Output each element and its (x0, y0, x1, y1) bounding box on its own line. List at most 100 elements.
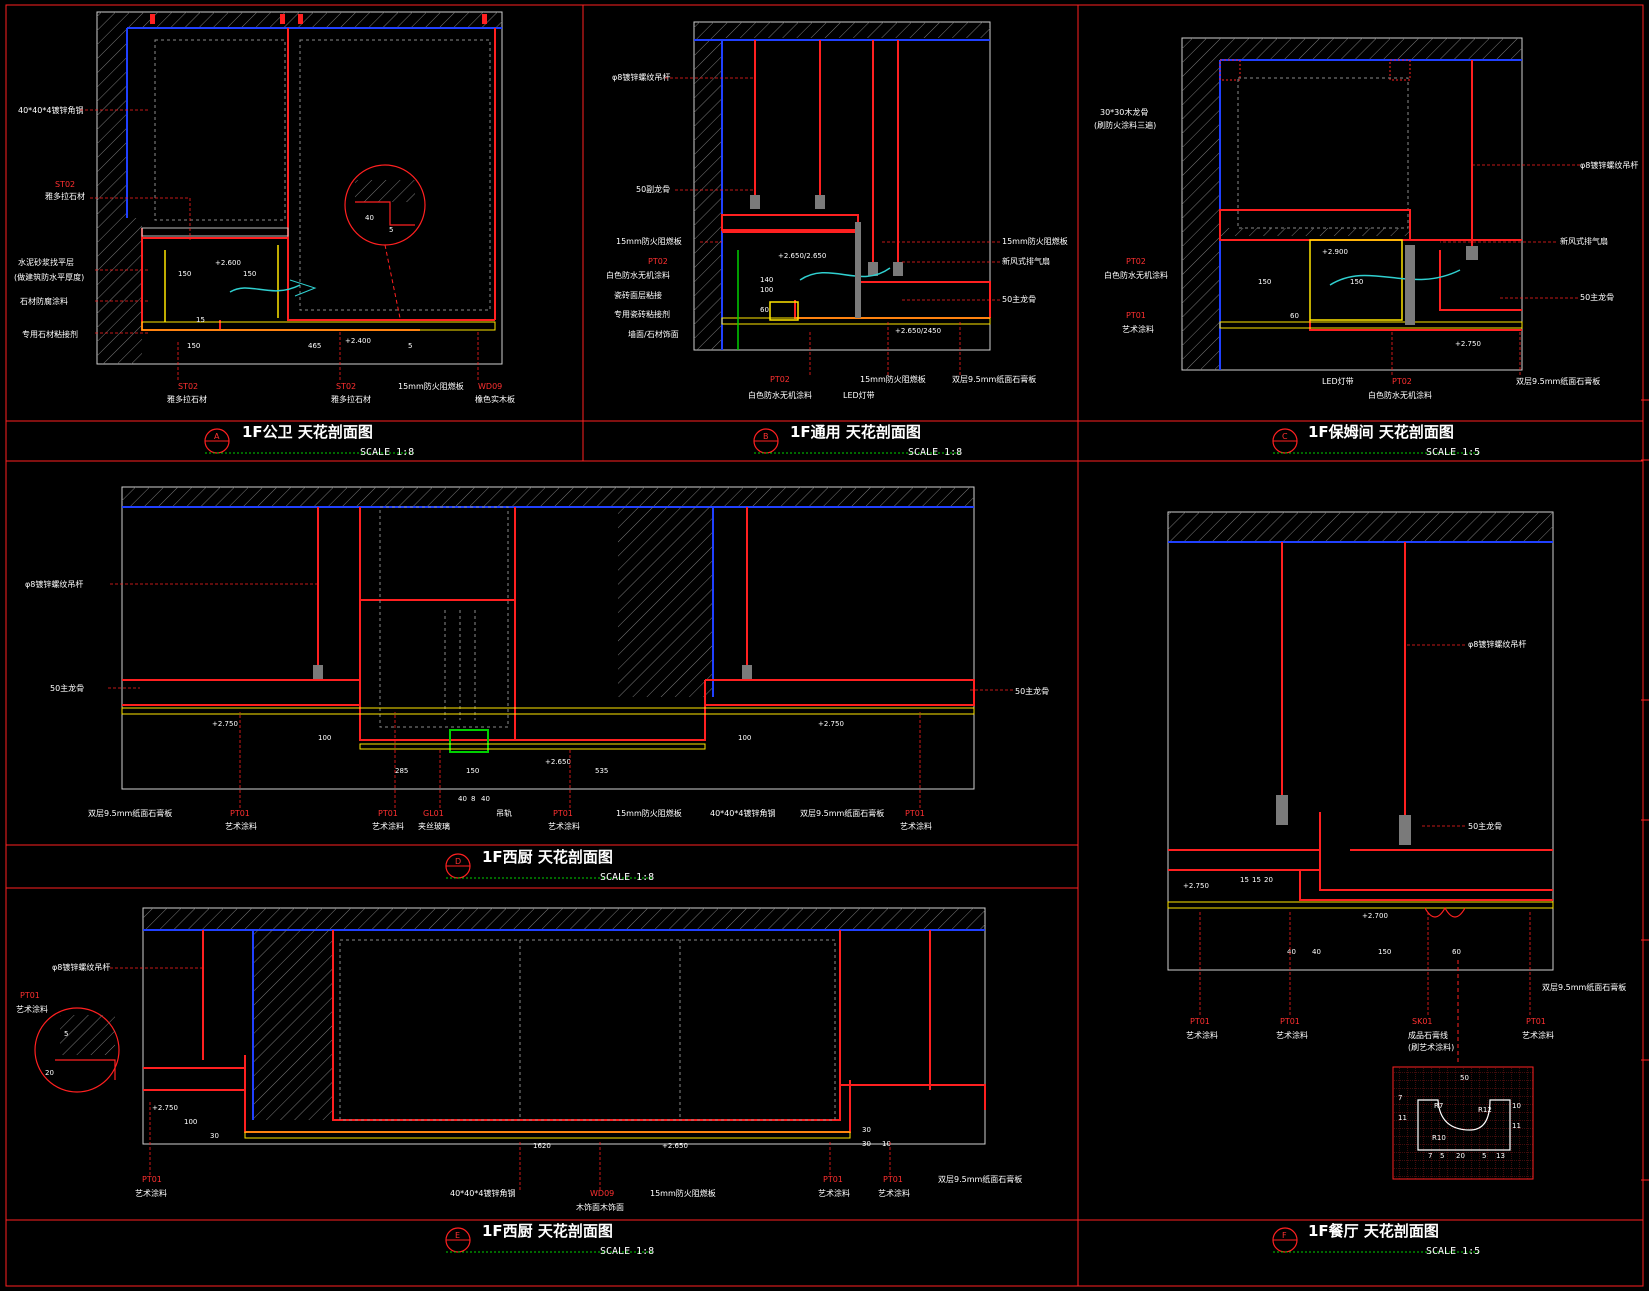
panel-a-tag-4-text: 橡色实木板 (475, 394, 515, 404)
panel-e-dim-3: 1620 (533, 1142, 551, 1150)
panel-f-dim-4: 40 (1312, 948, 1321, 956)
panel-b-right-3: 50主龙骨 (1002, 294, 1036, 304)
panel-f-label-1: φ8镀锌螺纹吊杆 (1468, 639, 1526, 649)
panel-c-label-2: (刷防火涂料三遍) (1094, 120, 1156, 130)
panel-b-tag-1-code: PT02 (770, 375, 790, 384)
panel-f-tag-1-text: 艺术涂料 (1186, 1030, 1218, 1040)
panel-f-label-2: 50主龙骨 (1468, 821, 1502, 831)
panel-a-label-2: ST02 (55, 180, 75, 189)
panel-e-dim-2: +2.650 (662, 1142, 688, 1150)
panel-a-dim-1: +2.600 (215, 259, 241, 267)
panel-f-tag-5-code: PT01 (1526, 1017, 1546, 1026)
panel-e-dim-1: +2.750 (152, 1104, 178, 1112)
panel-a-label-5: (做建筑防水平厚度) (14, 272, 84, 282)
panel-d-tag-10-text: 艺术涂料 (900, 821, 932, 831)
panel-f-dim-14: 7 (1428, 1152, 1432, 1160)
panel-d-dim-11: 40 (481, 795, 490, 803)
panel-b-labels: φ8镀锌螺纹吊杆 50副龙骨 15mm防火阻燃板 PT02 白色防水无机涂料 瓷… (606, 72, 1068, 400)
panel-f-dim-22: 7 (1398, 1094, 1402, 1102)
panel-f-dim-12: R12 (1478, 1106, 1492, 1114)
panel-e-dim-4: 30 (862, 1126, 871, 1134)
panel-a-section (96, 11, 503, 365)
panel-f-dim-5: 150 (1378, 948, 1391, 956)
panel-c-section (1181, 37, 1523, 371)
panel-b-right-1: 15mm防火阻燃板 (1002, 236, 1068, 246)
panel-d-tag-6-code: PT01 (553, 809, 573, 818)
panel-b-section (693, 21, 991, 351)
panel-d-tag-2-code: PT01 (230, 809, 250, 818)
leader-lines (80, 77, 1580, 1190)
panel-c-dim-1: +2.900 (1322, 248, 1348, 256)
panel-f-tag-3-code: SK01 (1412, 1017, 1433, 1026)
panel-d-tag-1-text: 双层9.5mm纸面石膏板 (88, 808, 172, 818)
title-d-scale: SCALE 1:8 (600, 872, 654, 883)
panel-a-dim-2: +2.400 (345, 337, 371, 345)
panel-e-tag-5-text: 艺术涂料 (818, 1188, 850, 1198)
panel-a-label-3: 雅多拉石材 (45, 191, 85, 201)
panel-b-tag-3-text: 15mm防火阻燃板 (860, 374, 926, 384)
panel-b-tag-2-text: LED灯带 (843, 390, 875, 400)
panel-a-dim-8: 15 (196, 316, 205, 324)
panel-c-label-3: PT02 (1126, 257, 1146, 266)
panel-e-tag-3-text: 木饰面木饰面 (576, 1202, 624, 1212)
panel-f-dim-3: 40 (1287, 948, 1296, 956)
title-e-scale: SCALE 1:8 (600, 1246, 654, 1257)
panel-d-dim-6: 100 (318, 734, 331, 742)
panel-f-dim-11: R7 (1434, 1102, 1443, 1110)
panel-f-section (1167, 511, 1554, 1180)
panel-e-dim-7: 100 (184, 1118, 197, 1126)
panel-f-dim-16: 20 (1456, 1152, 1465, 1160)
title-a-id: A (214, 432, 220, 441)
panel-c-right-3: 50主龙骨 (1580, 292, 1614, 302)
panel-e-dim-8: 30 (210, 1132, 219, 1140)
panel-d-labels: φ8镀锌螺纹吊杆 50主龙骨 50主龙骨 双层9.5mm纸面石膏板 PT01 艺… (25, 579, 1049, 831)
panel-b-dim-1: +2.650/2.650 (778, 252, 826, 260)
panel-b-dim-2: +2.650/2450 (895, 327, 941, 335)
panel-c-dim-5: 60 (1290, 312, 1299, 320)
panel-d-label-2: 50主龙骨 (50, 683, 84, 693)
panel-c-dim-2: +2.750 (1455, 340, 1481, 348)
panel-e-dim-10: 20 (45, 1069, 54, 1077)
panel-d-dim-3: +2.750 (818, 720, 844, 728)
panel-f-dim-20: 10 (1512, 1102, 1521, 1110)
panel-d-dim-8: 150 (466, 767, 479, 775)
panel-a-label-7: 专用石材粘接剂 (22, 329, 78, 339)
panel-f-dim-9: 20 (1264, 876, 1273, 884)
panel-c-tag-3-text: 双层9.5mm纸面石膏板 (1516, 376, 1600, 386)
panel-e-tag-5-code: PT01 (823, 1175, 843, 1184)
title-block-e: E 1F西厨 天花剖面图 SCALE 1:8 (445, 1222, 654, 1257)
panel-d-tag-6-text: 艺术涂料 (548, 821, 580, 831)
panel-f-dim-10: 50 (1460, 1074, 1469, 1082)
panel-d-tag-8-text: 40*40*4镀锌角钢 (710, 808, 775, 818)
panel-c-dim-4: 150 (1350, 278, 1363, 286)
panel-c-label-1: 30*30木龙骨 (1100, 107, 1148, 117)
panel-a-dim-4: 150 (243, 270, 256, 278)
panel-e-label-2: PT01 (20, 991, 40, 1000)
panel-e-dim-9: 5 (64, 1030, 68, 1038)
panel-c-label-5: PT01 (1126, 311, 1146, 320)
panel-c-tag-1-text: LED灯带 (1322, 376, 1354, 386)
panel-e-tag-7-text: 双层9.5mm纸面石膏板 (938, 1174, 1022, 1184)
panel-a-tag-1-code: ST02 (178, 382, 198, 391)
panel-d-tag-7-text: 15mm防火阻燃板 (616, 808, 682, 818)
panel-e-tag-4-text: 15mm防火阻燃板 (650, 1188, 716, 1198)
panel-e-dim-6: 10 (882, 1140, 891, 1148)
panel-c-tag-2-text: 白色防水无机涂料 (1368, 390, 1432, 400)
panel-e-tag-6-code: PT01 (883, 1175, 903, 1184)
panel-b-right-2: 新风式排气扇 (1002, 256, 1050, 266)
panel-f-tag-6-text: 双层9.5mm纸面石膏板 (1542, 982, 1626, 992)
panel-d-dim-1: +2.750 (212, 720, 238, 728)
panel-f-tag-4-text: (刷艺术涂料) (1408, 1042, 1454, 1052)
panel-d-section (121, 486, 975, 790)
panel-a-dim-10: 5 (389, 226, 393, 234)
panel-e-label-3: 艺术涂料 (16, 1004, 48, 1014)
sheet-frame (5, 4, 1644, 1287)
panel-a-label-1: 40*40*4镀锌角钢 (18, 105, 83, 115)
title-e-id: E (455, 1231, 460, 1240)
title-b-text: 1F通用 天花剖面图 (790, 423, 921, 441)
title-block-c: C 1F保姆间 天花剖面图 SCALE 1:5 (1272, 423, 1480, 458)
panel-a-tag-2-text: 雅多拉石材 (331, 394, 371, 404)
panel-b-label-3: 15mm防火阻燃板 (616, 236, 682, 246)
panel-a-tag-4-code: WD09 (478, 382, 502, 391)
panel-d-tag-9-text: 双层9.5mm纸面石膏板 (800, 808, 884, 818)
